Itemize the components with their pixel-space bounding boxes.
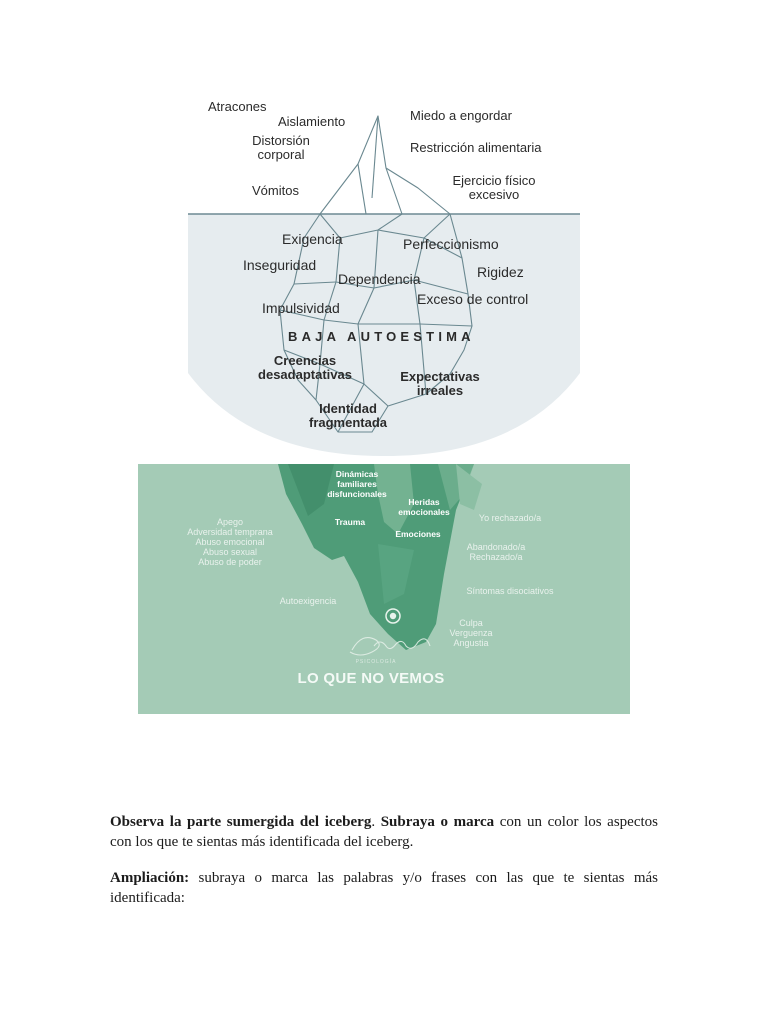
label-dependencia: Dependencia [338, 272, 421, 286]
label-creencias: Creencias desadaptativas [256, 354, 354, 382]
label-adversidad: Adversidad temprana [174, 527, 286, 537]
label-culpa-group: Culpa Verguenza Angustia [432, 618, 510, 648]
label-culpa: Culpa [432, 618, 510, 628]
label-aislamiento: Aislamiento [278, 115, 345, 129]
label-distorsion-line1: Distorsión [248, 134, 314, 148]
label-impulsividad: Impulsividad [262, 301, 340, 315]
label-identidad: Identidad fragmentada [306, 402, 390, 430]
label-miedo-engordar: Miedo a engordar [410, 109, 512, 123]
label-abuso-poder: Abuso de poder [174, 557, 286, 567]
label-rechazado: Rechazado/a [456, 552, 536, 562]
label-creencias-line2: desadaptativas [256, 368, 354, 382]
label-dinamicas: Dinámicas familiares disfuncionales [314, 469, 400, 499]
instruction-paragraph-2: Ampliación: subraya o marca las palabras… [110, 868, 658, 908]
label-sintomas-disociativos: Síntomas disociativos [452, 586, 568, 596]
label-expectativas: Expectativas irreales [394, 370, 486, 398]
label-abuso-emocional: Abuso emocional [174, 537, 286, 547]
label-identidad-line2: fragmentada [306, 416, 390, 430]
label-trauma: Trauma [324, 517, 376, 527]
label-autoexigencia: Autoexigencia [266, 596, 350, 606]
label-dinamicas-line1: Dinámicas [314, 469, 400, 479]
instruction-p2-rest: subraya o marca las palabras y/o frases … [110, 870, 658, 906]
label-emociones: Emociones [386, 529, 450, 539]
label-perfeccionismo: Perfeccionismo [403, 237, 499, 251]
label-exceso-control: Exceso de control [417, 292, 528, 306]
logo-dot [390, 613, 396, 619]
label-creencias-line1: Creencias [256, 354, 354, 368]
label-abandonado: Abandonado/a [456, 542, 536, 552]
label-abandonado-group: Abandonado/a Rechazado/a [456, 542, 536, 562]
label-distorsion-line2: corporal [248, 148, 314, 162]
label-angustia: Angustia [432, 638, 510, 648]
label-expectativas-line1: Expectativas [394, 370, 486, 384]
instruction-ampliacion: Ampliación: [110, 870, 189, 886]
label-abuso-sexual: Abuso sexual [174, 547, 286, 557]
label-baja-autoestima: BAJA AUTOESTIMA [288, 330, 475, 344]
label-identidad-line1: Identidad [306, 402, 390, 416]
label-exigencia: Exigencia [282, 232, 343, 246]
label-restriccion-alimentaria: Restricción alimentaria [410, 141, 542, 155]
iceberg-illustration: Atracones Aislamiento Distorsión corpora… [188, 88, 580, 456]
label-ejercicio-line2: excesivo [448, 188, 540, 202]
label-yo-rechazado: Yo rechazado/a [468, 513, 552, 523]
label-apego-group: Apego Adversidad temprana Abuso emociona… [174, 517, 286, 567]
instruction-separator: . [371, 814, 380, 830]
label-vomitos: Vómitos [252, 184, 299, 198]
instruction-observa: Observa la parte sumergida del iceberg [110, 814, 371, 830]
label-dinamicas-line2: familiares [314, 479, 400, 489]
lo-que-no-vemos-illustration: Dinámicas familiares disfuncionales Heri… [138, 464, 630, 714]
label-atracones: Atracones [208, 100, 267, 114]
label-heridas-line2: emocionales [388, 507, 460, 517]
label-heridas-line1: Heridas [388, 497, 460, 507]
label-heridas: Heridas emocionales [388, 497, 460, 517]
label-rigidez: Rigidez [477, 265, 524, 279]
label-expectativas-line2: irreales [394, 384, 486, 398]
label-distorsion-corporal: Distorsión corporal [248, 134, 314, 162]
instruction-subraya: Subraya o marca [381, 814, 494, 830]
label-inseguridad: Inseguridad [243, 258, 316, 272]
logo-subtitle: PSICOLOGÍA [344, 657, 408, 667]
label-apego: Apego [174, 517, 286, 527]
label-verguenza: Verguenza [432, 628, 510, 638]
label-ejercicio: Ejercicio físico excesivo [448, 174, 540, 202]
instruction-paragraph-1: Observa la parte sumergida del iceberg. … [110, 812, 658, 852]
headline-lo-que-no-vemos: LO QUE NO VEMOS [284, 674, 458, 684]
label-ejercicio-line1: Ejercicio físico [448, 174, 540, 188]
